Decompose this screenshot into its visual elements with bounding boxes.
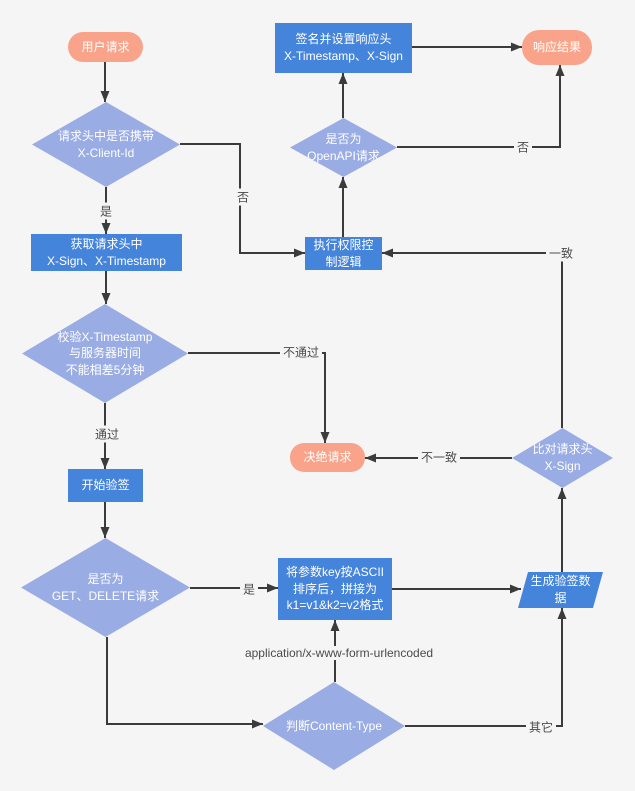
edge-label-pass: 通过 bbox=[91, 425, 123, 443]
edge-label-match: 一致 bbox=[545, 244, 577, 262]
edge-label-yes-client-id: 是 bbox=[96, 202, 116, 220]
edge-check-timestamp-to-reject-request bbox=[188, 352, 330, 443]
node-response-result: 响应结果 bbox=[522, 30, 592, 65]
node-start-verify: 开始验签 bbox=[68, 469, 143, 502]
node-gen-sign-data: 生成验签数 据 bbox=[518, 572, 603, 608]
edge-check-content-type-to-gen-sign-data bbox=[405, 608, 567, 727]
edge-label-fail: 不通过 bbox=[279, 343, 323, 361]
edge-label-other: 其它 bbox=[525, 718, 557, 736]
node-exec-permission: 执行权限控 制逻辑 bbox=[305, 237, 382, 270]
edge-label-content-type: application/x-www-form-urlencoded bbox=[241, 646, 437, 660]
node-user-request: 用户请求 bbox=[68, 32, 143, 62]
edge-compare-sign-to-exec-permission bbox=[382, 248, 563, 428]
edge-check-openapi-to-response-result bbox=[397, 65, 565, 148]
edge-check-method-to-check-content-type bbox=[106, 637, 263, 729]
node-get-headers: 获取请求头中 X-Sign、X-Timestamp bbox=[31, 234, 182, 271]
node-sort-params: 将参数key按ASCII 排序后，拼接为 k1=v1&k2=v2格式 bbox=[278, 558, 392, 620]
edge-label-mismatch: 不一致 bbox=[417, 448, 461, 466]
edge-label-no-openapi: 否 bbox=[513, 138, 533, 156]
node-reject-request: 决绝请求 bbox=[290, 443, 365, 472]
node-sign-response: 签名并设置响应头 X-Timestamp、X-Sign bbox=[275, 23, 412, 73]
edge-label-no-client-id: 否 bbox=[233, 188, 253, 206]
edge-label-yes-method: 是 bbox=[239, 580, 259, 598]
